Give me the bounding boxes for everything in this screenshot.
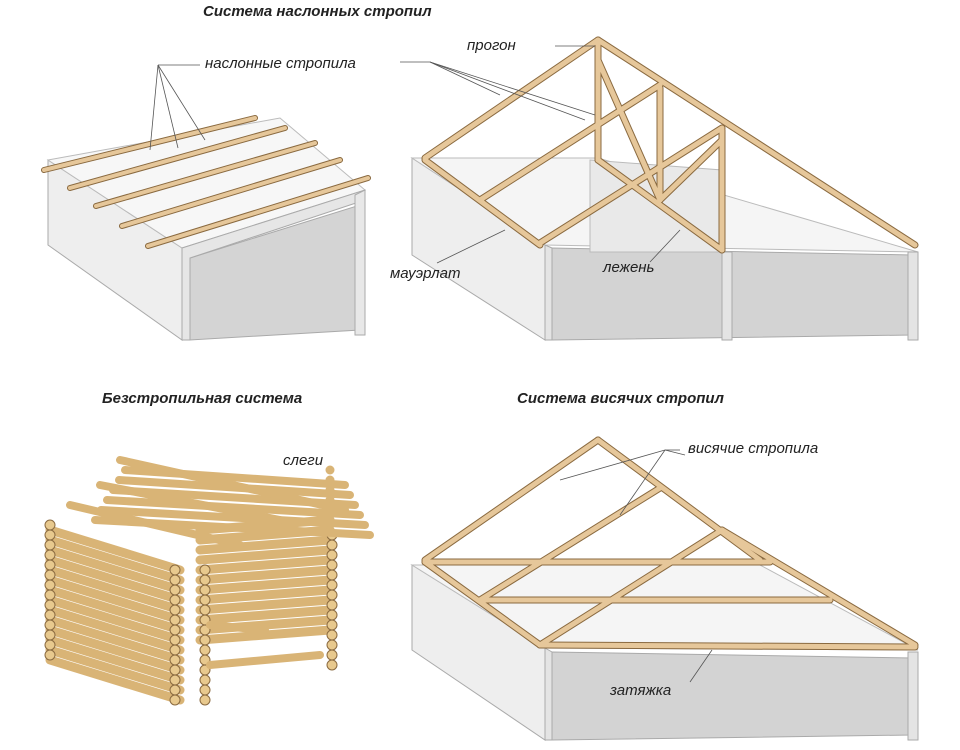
label-tie: затяжка (610, 682, 672, 699)
hanging-rafter-house (410, 436, 919, 741)
log-end (44, 629, 56, 641)
log-end (199, 674, 211, 686)
log-end (326, 539, 338, 551)
log (45, 535, 185, 585)
log (206, 651, 324, 669)
log-end (44, 589, 56, 601)
title-hanging-rafters: Система висячих стропил (517, 390, 724, 407)
log-end (169, 694, 181, 706)
log-end (169, 684, 181, 696)
log-end (326, 649, 338, 661)
log (45, 565, 185, 615)
label-slegi: слеги (283, 452, 324, 469)
log (45, 545, 185, 595)
log-end (199, 584, 211, 596)
log-end (44, 539, 56, 551)
log-end (44, 579, 56, 591)
log-end (199, 634, 211, 646)
log-end (169, 634, 181, 646)
log-end (326, 659, 338, 671)
log-end (199, 694, 211, 706)
log (45, 595, 185, 645)
log (45, 605, 185, 655)
log (195, 545, 335, 565)
log (195, 595, 335, 615)
log-end (44, 599, 56, 611)
log-end (199, 644, 211, 656)
log (45, 585, 185, 635)
log-end (44, 529, 56, 541)
log-end (199, 564, 211, 576)
label-bed: лежень (603, 259, 655, 276)
log-end (44, 619, 56, 631)
log-end (169, 654, 181, 666)
log-end (44, 569, 56, 581)
log (195, 575, 335, 595)
log (45, 645, 185, 695)
label-lean-rafters: наслонные стропила (205, 55, 356, 72)
log (195, 625, 335, 645)
log (45, 615, 185, 665)
lean-rafter-house (41, 64, 371, 341)
log-end (326, 559, 338, 571)
log-end (199, 604, 211, 616)
log-end (169, 674, 181, 686)
log (45, 555, 185, 605)
log-end (326, 549, 338, 561)
log-end (169, 574, 181, 586)
log-end (44, 609, 56, 621)
log-end (44, 549, 56, 561)
log-end (169, 644, 181, 656)
log-end (44, 649, 56, 661)
log-end (169, 624, 181, 636)
label-purlin: прогон (467, 37, 516, 54)
log-end (199, 594, 211, 606)
log (45, 525, 185, 575)
log-end (326, 569, 338, 581)
log-end (326, 619, 338, 631)
log-end (326, 589, 338, 601)
log-end (169, 584, 181, 596)
log (116, 456, 349, 514)
log-end (326, 609, 338, 621)
log (45, 635, 185, 685)
log (195, 555, 335, 575)
log-end (169, 664, 181, 676)
log-end (44, 519, 56, 531)
log (206, 621, 269, 634)
purlin-house (400, 36, 919, 341)
log (66, 501, 244, 549)
title-rafterless: Безстропильная система (102, 390, 303, 407)
log (195, 535, 335, 555)
log-end (169, 604, 181, 616)
log-end (44, 639, 56, 651)
log (195, 565, 335, 585)
log (195, 585, 335, 605)
log-end (44, 559, 56, 571)
log-end (169, 564, 181, 576)
log-end (326, 579, 338, 591)
log-end (169, 614, 181, 626)
log-end (199, 574, 211, 586)
log-end (169, 594, 181, 606)
log-end (326, 629, 338, 641)
log (45, 625, 185, 675)
log-cabin (44, 456, 374, 706)
log-end (326, 599, 338, 611)
title-lean-rafters: Система наслонных стропил (203, 3, 432, 20)
label-mauerlat: мауэрлат (390, 265, 461, 282)
log-end (326, 639, 338, 651)
log-end (199, 684, 211, 696)
log (195, 605, 335, 625)
label-hanging-rafters: висячие стропила (688, 440, 819, 457)
log (96, 481, 284, 524)
log (45, 655, 185, 705)
log (97, 506, 369, 529)
log (45, 575, 185, 625)
